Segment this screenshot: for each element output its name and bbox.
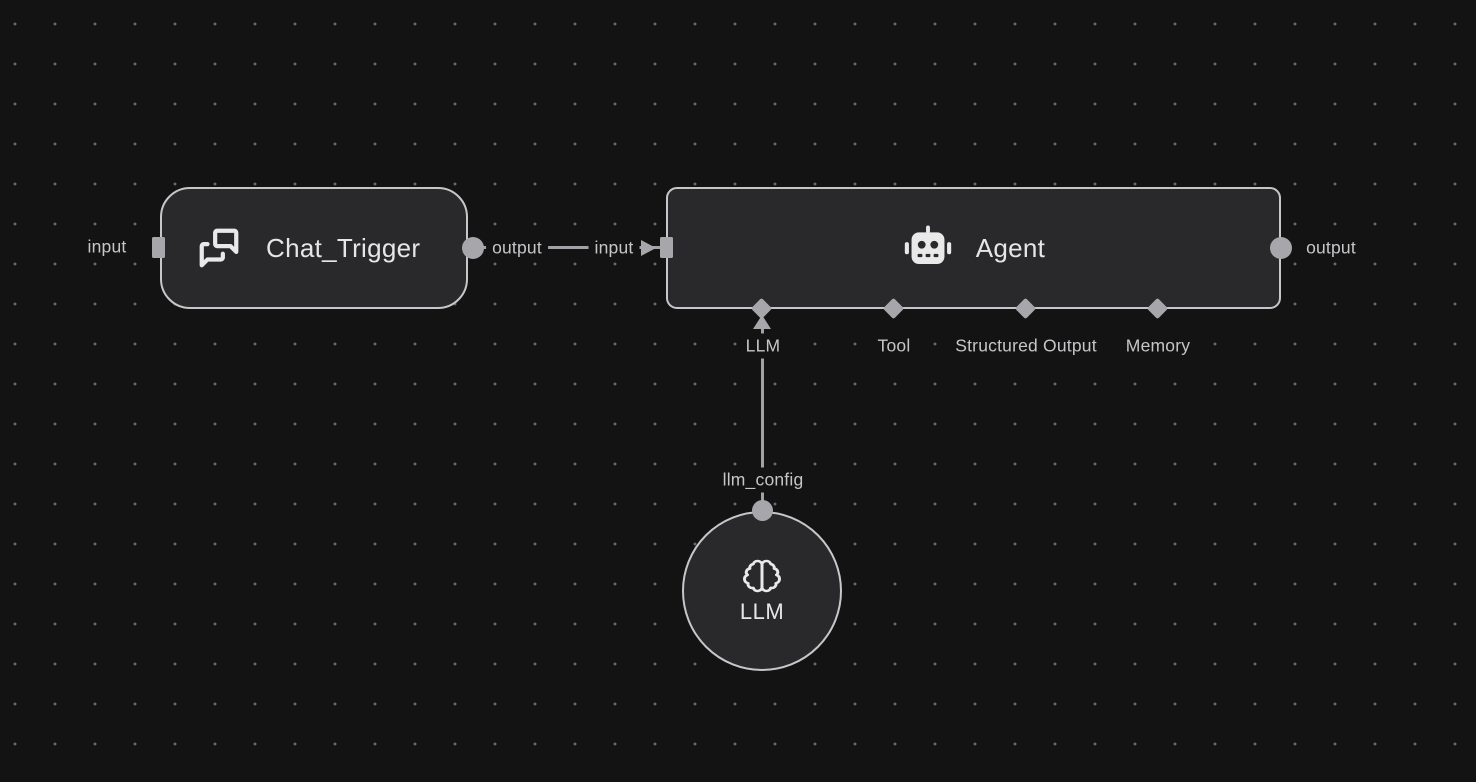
edge-llm-to-agent[interactable] [761, 318, 764, 503]
edge-chat-to-agent[interactable] [473, 246, 660, 249]
port-chat-input[interactable] [152, 237, 165, 258]
arrowhead-up-icon [753, 315, 771, 329]
edge-label-input: input [588, 235, 640, 261]
port-label-output: output [486, 235, 548, 261]
node-title: Agent [975, 232, 1046, 263]
chat-bubbles-icon [199, 228, 239, 268]
node-title: LLM [739, 598, 785, 624]
port-label-llm-config: llm_config [716, 467, 810, 493]
node-title: Chat_Trigger [266, 232, 421, 263]
port-label-memory: Memory [1119, 333, 1197, 359]
robot-icon [904, 225, 951, 265]
port-llm-config[interactable] [752, 500, 773, 521]
brain-icon [743, 559, 781, 592]
port-label-output: output [1300, 235, 1362, 261]
arrowhead-right-icon [641, 240, 656, 256]
port-agent-input[interactable] [660, 237, 673, 258]
port-chat-output[interactable] [462, 237, 484, 259]
node-llm[interactable]: LLM [682, 511, 842, 671]
port-label-tool: Tool [871, 333, 917, 359]
port-label-structured-output: Structured Output [949, 333, 1103, 359]
node-agent[interactable]: Agent [666, 187, 1281, 309]
node-chat-trigger[interactable]: Chat_Trigger [160, 187, 468, 309]
port-label-input: input [81, 234, 133, 260]
port-agent-output[interactable] [1270, 237, 1292, 259]
port-label-llm: LLM [739, 333, 787, 359]
